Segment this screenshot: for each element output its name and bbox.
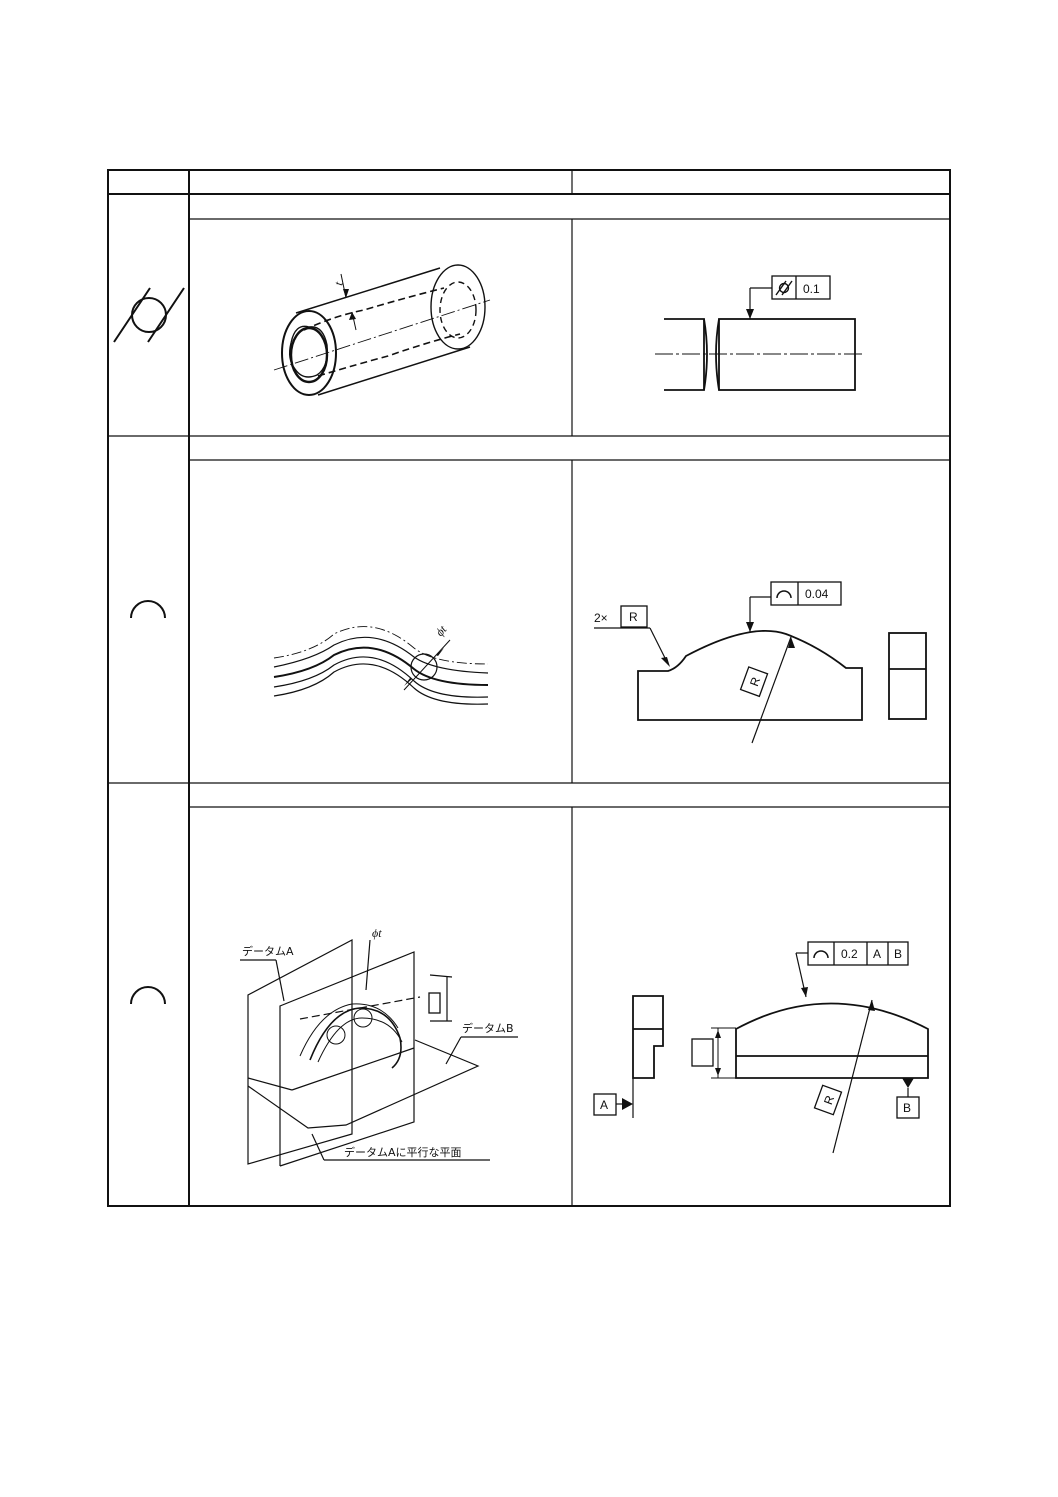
datum-a-label: データムA bbox=[242, 944, 294, 958]
cylindricity-tolerance-value: 0.1 bbox=[803, 282, 820, 296]
cylindricity-feature-control-frame: 0.1 bbox=[771, 275, 831, 300]
svg-text:B: B bbox=[903, 1101, 911, 1115]
datum-b-label: データムB bbox=[462, 1021, 514, 1035]
cylindricity-symbol-icon bbox=[775, 280, 793, 296]
line-profile-zone-label: ϕt bbox=[433, 622, 450, 639]
datum-a-tag: A bbox=[593, 1093, 617, 1116]
datum-zone-drawing bbox=[240, 939, 518, 1167]
datum-frame-a: A bbox=[873, 947, 881, 961]
cylindricity-zone-drawing bbox=[273, 264, 491, 396]
line-profile-symbol-icon bbox=[776, 590, 792, 599]
datum-zone-phi-t-label: ϕt bbox=[372, 926, 382, 940]
parallel-plane-label: データムAに平行な平面 bbox=[344, 1145, 462, 1159]
line-profile-count-prefix: 2× bbox=[594, 611, 608, 625]
cylindricity-symbol-icon bbox=[113, 287, 185, 343]
line-profile-radius-box-rotated: R bbox=[739, 666, 769, 698]
datum-feature-control-frame: 0.2 A B bbox=[807, 941, 909, 966]
line-profile-indication-drawing bbox=[594, 596, 927, 744]
svg-text:R: R bbox=[629, 610, 638, 624]
datum-tolerance-value: 0.2 bbox=[841, 947, 858, 961]
datum-indication-drawing bbox=[616, 952, 929, 1154]
svg-text:A: A bbox=[600, 1098, 608, 1112]
datum-radius-box: R bbox=[813, 1084, 843, 1116]
line-profile-symbol-icon bbox=[130, 986, 166, 1005]
line-profile-symbol-icon bbox=[130, 600, 166, 619]
line-profile-tolerance-value: 0.04 bbox=[805, 587, 829, 601]
line-profile-radius-box: R bbox=[620, 605, 648, 628]
cylindricity-indication-drawing bbox=[655, 287, 862, 391]
line-profile-feature-control-frame: 0.04 bbox=[770, 581, 842, 606]
cylindricity-zone-t-label: t bbox=[331, 280, 345, 286]
line-profile-symbol-icon bbox=[813, 950, 829, 959]
line-profile-zone-drawing bbox=[273, 626, 489, 705]
table-grid bbox=[107, 169, 951, 1207]
datum-b-tag: B bbox=[896, 1096, 920, 1119]
datum-frame-b: B bbox=[894, 947, 902, 961]
